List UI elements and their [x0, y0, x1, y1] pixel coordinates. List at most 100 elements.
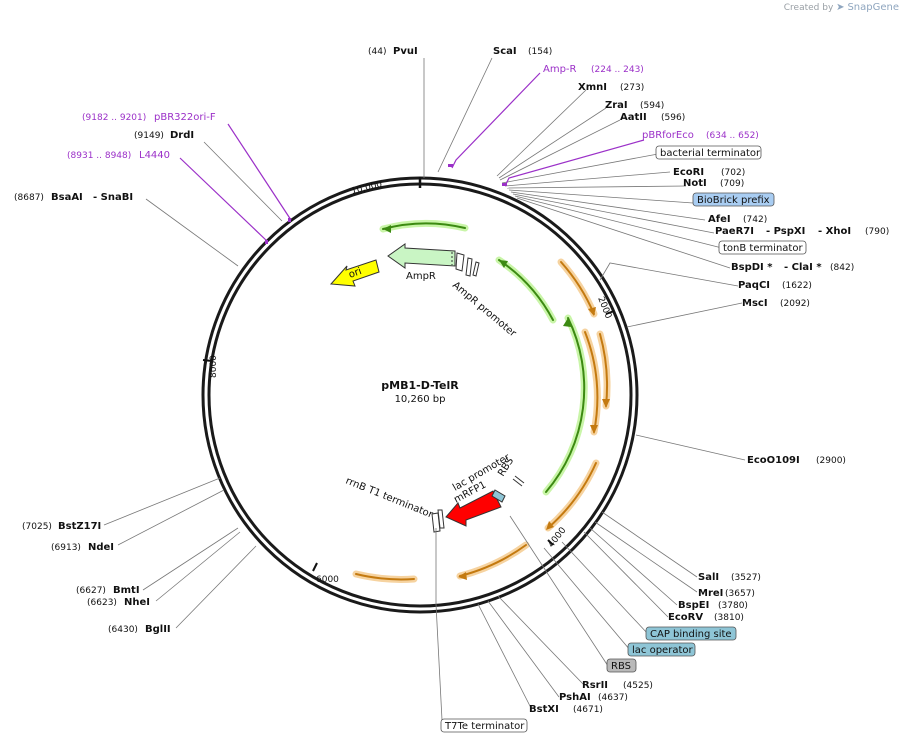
svg-text:(8931 .. 8948): (8931 .. 8948): [67, 151, 131, 161]
svg-text:T7Te terminator: T7Te terminator: [444, 721, 525, 732]
enzyme-site-drdi[interactable]: (9149) DrdI: [134, 130, 194, 141]
feature-rrnb-t1-terminator[interactable]: rrnB T1 terminator: [344, 476, 445, 533]
svg-text:(154): (154): [528, 47, 552, 57]
feature-cap-binding-site[interactable]: CAP binding site: [645, 626, 737, 641]
svg-text:- ClaI *: - ClaI *: [784, 262, 822, 273]
enzyme-site-scai[interactable]: ScaI (154): [493, 46, 552, 57]
svg-text:CAP binding site: CAP binding site: [650, 629, 732, 640]
svg-text:(3780): (3780): [718, 601, 748, 611]
enzyme-site-zrai[interactable]: ZraI (594): [605, 100, 664, 111]
feature-ampr[interactable]: AmpR: [387, 243, 456, 282]
svg-text:(702): (702): [721, 168, 745, 178]
svg-text:(596): (596): [661, 113, 685, 123]
svg-text:BspEI: BspEI: [678, 600, 709, 611]
orf-orange-arc-4-line: [547, 462, 597, 529]
svg-text:- XhoI: - XhoI: [818, 226, 851, 237]
svg-text:(8687): (8687): [14, 193, 44, 203]
enzyme-site-msci[interactable]: MscI (2092): [742, 298, 810, 309]
orf-green-arrowhead-2: [499, 260, 508, 268]
enzyme-site-rsrii[interactable]: RsrII (4525): [582, 680, 653, 691]
svg-text:pBRforEco: pBRforEco: [642, 130, 694, 141]
snapgene-credit: Created by ➤ SnapGene: [784, 2, 899, 13]
enzyme-site-bspei[interactable]: BspEI (3780): [678, 600, 748, 611]
orf-orange-arrowhead-2: [590, 425, 598, 434]
enzyme-site-ndei[interactable]: (6913) NdeI: [51, 542, 114, 553]
feature-bacterial-terminator[interactable]: bacterial terminator: [655, 145, 762, 160]
rrnb-t1-terminator-label: rrnB T1 terminator: [344, 476, 435, 521]
svg-text:NheI: NheI: [124, 597, 150, 608]
svg-text:- PspXI: - PspXI: [766, 226, 805, 237]
svg-text:(6627): (6627): [76, 586, 106, 596]
svg-text:(790): (790): [865, 227, 889, 237]
enzyme-site-paqci[interactable]: PaqCI (1622): [738, 280, 812, 291]
svg-text:DrdI: DrdI: [170, 130, 194, 141]
svg-text:(224 .. 243): (224 .. 243): [591, 65, 644, 75]
tick-mark-2000: [605, 310, 615, 315]
svg-text:(3527): (3527): [731, 573, 761, 583]
svg-text:BmtI: BmtI: [113, 585, 140, 596]
orf-orange-arrowhead-3: [602, 399, 610, 408]
svg-text:(742): (742): [743, 215, 767, 225]
feature-ori[interactable]: ori: [329, 259, 380, 287]
svg-text:(6430): (6430): [108, 625, 138, 635]
svg-text:(4671): (4671): [573, 705, 603, 715]
svg-text:MreI: MreI: [698, 588, 723, 599]
feature-lac-operator[interactable]: lac operator: [627, 642, 696, 657]
svg-text:(842): (842): [830, 263, 854, 273]
enzyme-site-mrei[interactable]: MreI (3657): [698, 588, 755, 599]
svg-text:BioBrick prefix: BioBrick prefix: [697, 195, 770, 206]
svg-text:SalI: SalI: [698, 572, 719, 583]
svg-text:MscI: MscI: [742, 298, 768, 309]
enzyme-site-bspdi-clai[interactable]: BspDI * - ClaI * (842): [731, 262, 854, 273]
enzyme-site-nhei[interactable]: (6623) NheI: [87, 597, 150, 608]
tick-mark-8000: [202, 359, 213, 362]
primer-amp-r[interactable]: Amp-R (224 .. 243): [543, 64, 644, 75]
svg-text:EcoO109I: EcoO109I: [747, 455, 800, 466]
feature-tonb-terminator[interactable]: tonB terminator: [718, 240, 807, 255]
enzyme-site-bsaai-snabi[interactable]: (8687) BsaAI - SnaBI: [14, 192, 133, 203]
leader-lines-left: [103, 141, 283, 629]
enzyme-site-pvui[interactable]: (44) PvuI: [368, 46, 418, 57]
enzyme-site-bglii[interactable]: (6430) BglII: [108, 624, 171, 635]
enzyme-site-xmni[interactable]: XmnI (273): [578, 82, 644, 93]
ori-label: ori: [347, 266, 363, 281]
feature-t7te-terminator[interactable]: T7Te terminator: [440, 718, 528, 733]
svg-text:PshAI: PshAI: [559, 692, 591, 703]
enzyme-site-pshai[interactable]: PshAI (4637): [559, 692, 628, 703]
svg-text:(4525): (4525): [623, 681, 653, 691]
svg-text:BstXI: BstXI: [529, 704, 559, 715]
enzyme-site-ecorv[interactable]: EcoRV (3810): [668, 612, 744, 623]
feature-biobrick-prefix[interactable]: BioBrick prefix: [692, 192, 775, 207]
primer-l4440[interactable]: (8931 .. 8948) L4440: [67, 150, 170, 161]
orf-orange-arc-4: [544, 459, 600, 532]
primer-markers: [265, 164, 507, 244]
enzyme-site-bstz17i[interactable]: (7025) BstZ17I: [22, 521, 101, 532]
svg-text:BsaAI: BsaAI: [51, 192, 83, 203]
orf-orange-arrowhead-4: [546, 521, 554, 530]
orf-arcs-green: [379, 219, 588, 496]
enzyme-site-ecoo109i[interactable]: EcoO109I (2900): [747, 455, 846, 466]
svg-text:(3810): (3810): [714, 613, 744, 623]
enzyme-site-aatii[interactable]: AatII (596): [620, 112, 685, 123]
orf-orange-arrowhead-5: [458, 572, 467, 580]
svg-text:(44): (44): [368, 47, 386, 57]
feature-rbs-box[interactable]: RBS: [606, 658, 637, 673]
tick-mark-4000: [547, 539, 554, 546]
orf-green-arrowhead-1: [383, 225, 391, 233]
enzyme-site-sali[interactable]: SalI (3527): [698, 572, 761, 583]
enzyme-site-paer7i-pspxi-xhoi[interactable]: PaeR7I - PspXI - XhoI (790): [715, 226, 889, 237]
primer-pbrforeco[interactable]: pBRforEco (634 .. 652): [642, 130, 759, 141]
enzyme-site-bmti[interactable]: (6627) BmtI: [76, 585, 140, 596]
svg-text:(709): (709): [720, 179, 744, 189]
enzyme-site-bstxi[interactable]: BstXI (4671): [529, 704, 603, 715]
enzyme-site-afei[interactable]: AfeI (742): [708, 214, 767, 225]
svg-text:EcoRV: EcoRV: [668, 612, 703, 623]
svg-text:L4440: L4440: [139, 150, 170, 161]
primer-pbr322ori-f[interactable]: (9182 .. 9201) pBR322ori-F: [82, 112, 216, 123]
svg-text:(634 .. 652): (634 .. 652): [706, 131, 759, 141]
svg-text:(3657): (3657): [725, 589, 755, 599]
enzyme-site-ecori[interactable]: EcoRI (702): [673, 167, 745, 178]
enzyme-site-noti[interactable]: NotI (709): [683, 178, 744, 189]
svg-text:BstZ17I: BstZ17I: [58, 521, 101, 532]
orf-orange-arc-2-line: [584, 331, 599, 433]
